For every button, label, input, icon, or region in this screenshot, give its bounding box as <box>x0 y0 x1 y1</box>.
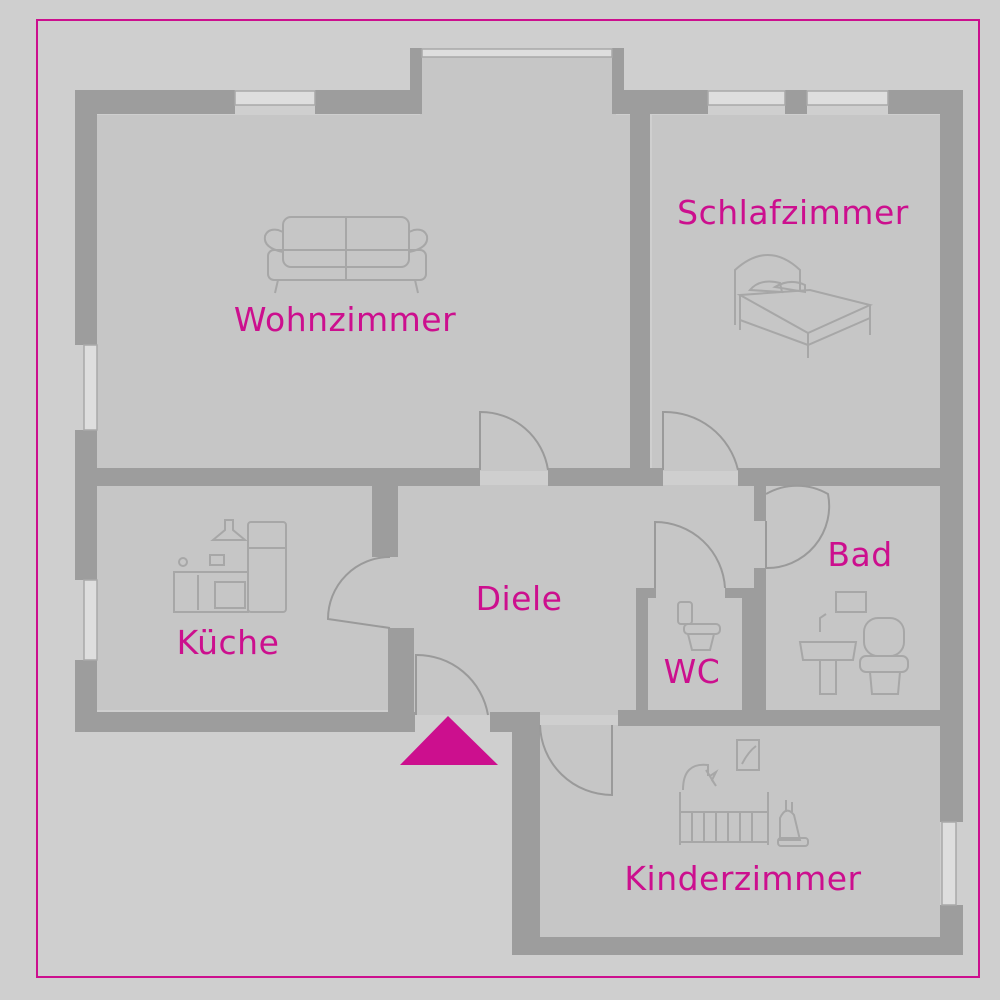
room-label-schlafzimmer: Schlafzimmer <box>677 193 909 232</box>
entrance-triangle-icon <box>400 716 498 765</box>
toilet-icon <box>677 601 721 651</box>
doors <box>326 410 831 797</box>
walls <box>75 48 963 955</box>
room-label-wohnzimmer: Wohnzimmer <box>234 300 456 339</box>
frame-border <box>36 19 980 978</box>
room-label-kinderzimmer: Kinderzimmer <box>624 859 861 898</box>
kitchen-icon <box>173 519 287 613</box>
room-label-diele: Diele <box>476 579 563 618</box>
room-label-bad: Bad <box>827 535 892 574</box>
windows <box>83 48 957 906</box>
room-label-wc: WC <box>664 652 721 691</box>
room-label-kueche: Küche <box>177 623 280 662</box>
floors <box>96 52 940 937</box>
sofa-icon <box>263 216 429 294</box>
crib-icon <box>679 739 809 847</box>
bed-icon <box>734 254 874 358</box>
bathroom-icon <box>798 591 909 695</box>
